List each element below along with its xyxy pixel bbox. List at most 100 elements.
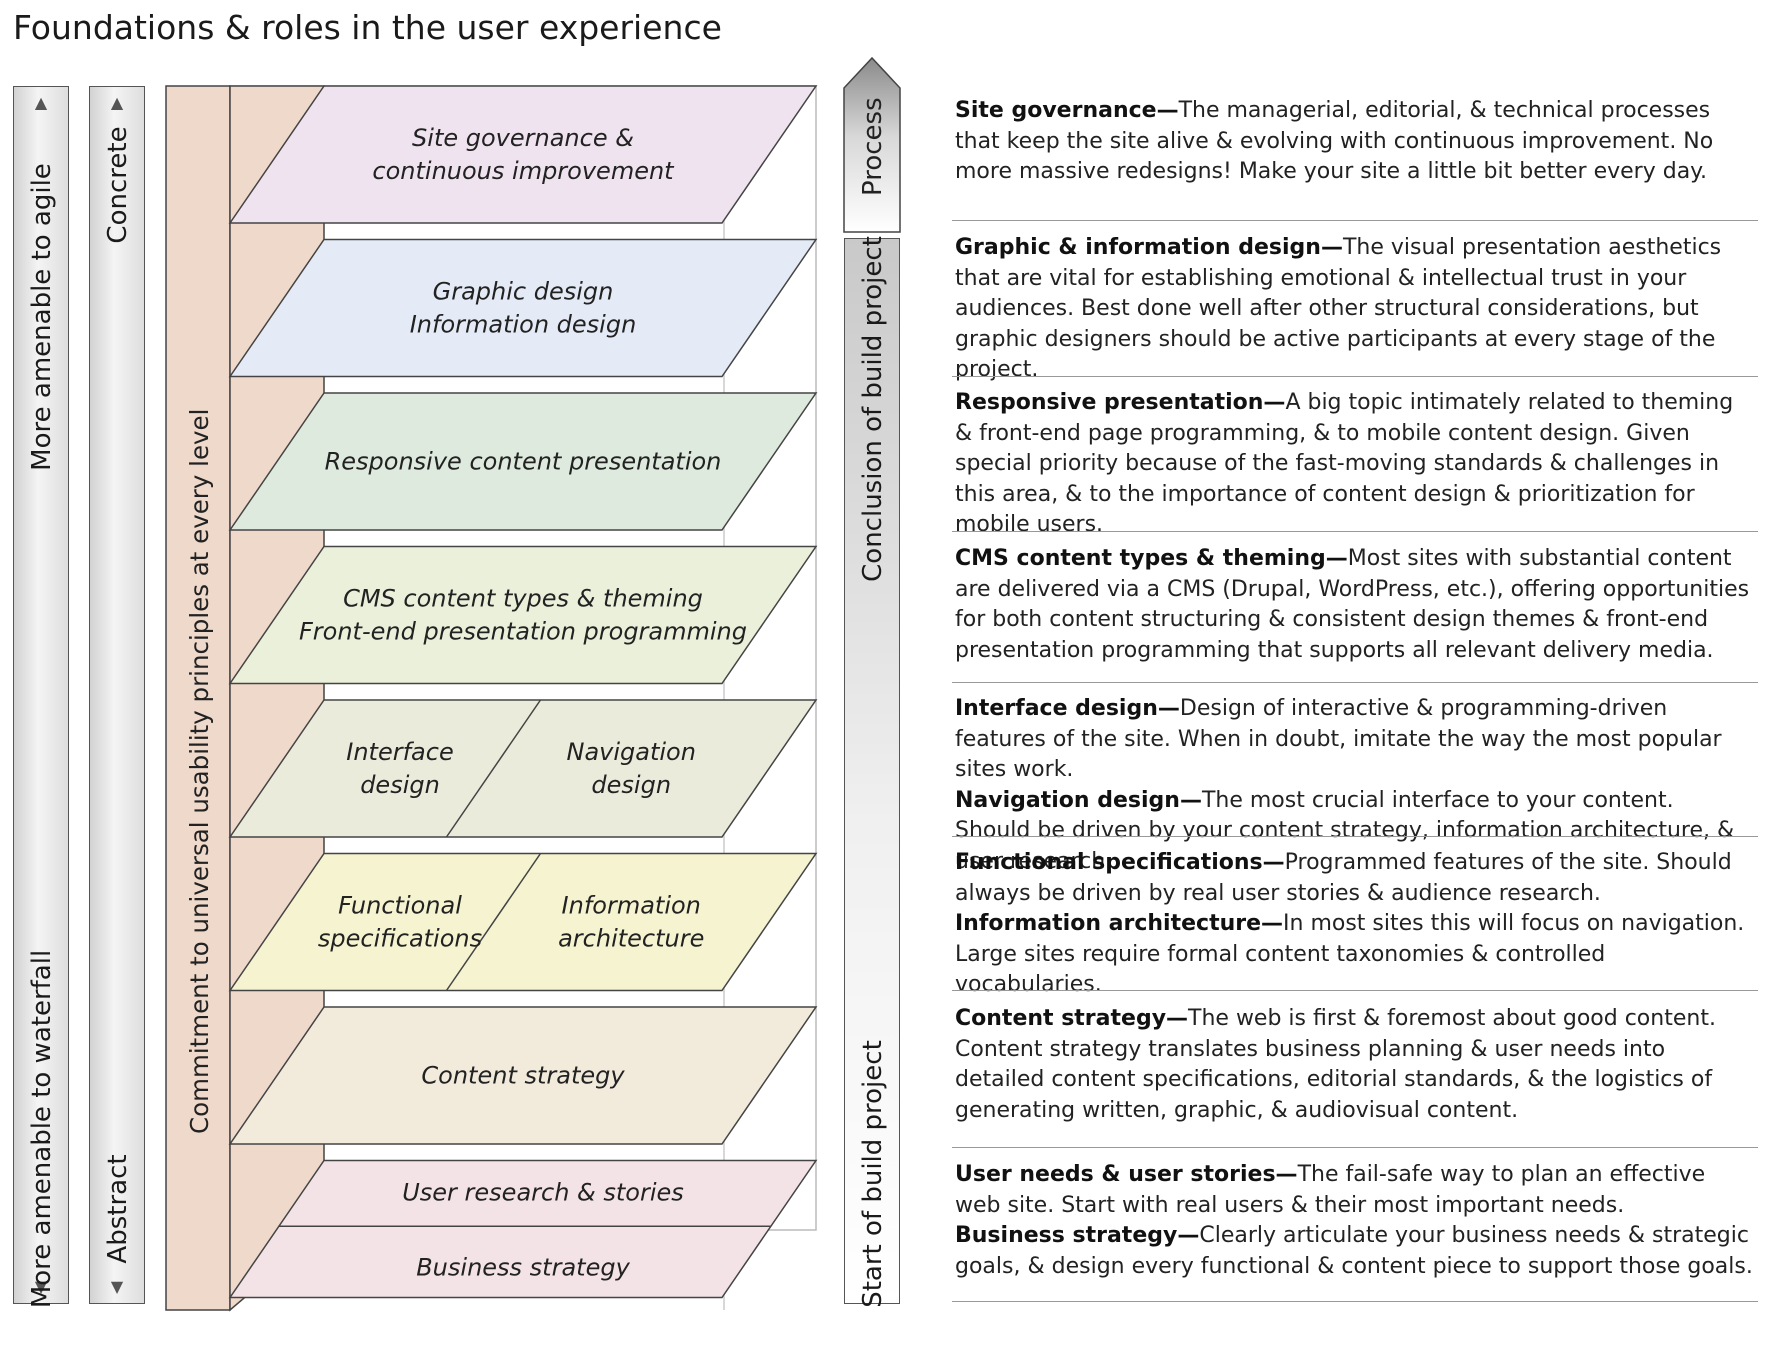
layer-4-left-label-line: design bbox=[360, 771, 440, 799]
up-arrow-icon: ▲ bbox=[110, 93, 124, 112]
description-divider bbox=[952, 836, 1758, 837]
agile-label: More amenable to agile bbox=[27, 163, 57, 471]
description-item: User needs & user stories—The fail-safe … bbox=[955, 1160, 1755, 1221]
description-term: Interface design— bbox=[955, 696, 1180, 721]
description-term: Functional specifications— bbox=[955, 850, 1285, 875]
description-term: Navigation design— bbox=[955, 787, 1202, 813]
layer-0-label: Site governance & continuous improvement bbox=[372, 124, 675, 185]
description-term: CMS content types & theming— bbox=[955, 546, 1348, 571]
layer-0 bbox=[228, 85, 818, 224]
description-item: Business strategy—Clearly articulate you… bbox=[955, 1221, 1755, 1282]
concrete-label: Concrete bbox=[103, 126, 133, 244]
down-arrow-icon: ▼ bbox=[34, 1277, 48, 1296]
layer-6 bbox=[228, 1006, 818, 1145]
layer-4-divider bbox=[445, 699, 542, 838]
layer-5-divider bbox=[445, 853, 542, 991]
layer-stack-diagram: Site governance & continuous improvementG… bbox=[165, 85, 818, 1312]
process-arrow-shape bbox=[843, 56, 901, 233]
layer-3 bbox=[228, 545, 818, 685]
layer-0-label-line: continuous improvement bbox=[372, 157, 675, 185]
layer-4-left-label: Interface design bbox=[346, 738, 453, 799]
description-block: Graphic & information design—The visual … bbox=[955, 233, 1755, 386]
description-item: Functional specifications—Programmed fea… bbox=[955, 848, 1755, 909]
down-arrow-icon: ▼ bbox=[110, 1277, 124, 1296]
layer-5-right-label-line: architecture bbox=[558, 925, 704, 953]
description-item: CMS content types & theming—Most sites w… bbox=[955, 544, 1755, 666]
description-term: Business strategy— bbox=[955, 1223, 1200, 1248]
description-block: Functional specifications—Programmed fea… bbox=[955, 848, 1755, 1001]
description-item: Content strategy—The web is first & fore… bbox=[955, 1004, 1755, 1126]
description-block: Interface design—Design of interactive &… bbox=[955, 694, 1755, 877]
concrete-abstract-bar: ▲ ▼ Concrete Abstract bbox=[89, 86, 145, 1304]
description-item: Information architecture—In most sites t… bbox=[955, 909, 1755, 1001]
description-item: Graphic & information design—The visual … bbox=[955, 233, 1755, 386]
start-label: Start of build project bbox=[858, 1040, 888, 1308]
description-text: Most sites with substantial content are … bbox=[955, 546, 1750, 663]
description-term: Graphic & information design— bbox=[955, 235, 1343, 260]
layer-2-label-line: Responsive content presentation bbox=[325, 448, 722, 476]
description-text: The visual presentation aesthetics that … bbox=[955, 235, 1722, 382]
description-text: The managerial, editorial, & technical p… bbox=[955, 98, 1714, 184]
layer-1-label-line: Information design bbox=[410, 311, 637, 339]
layer-2 bbox=[228, 392, 818, 531]
layer-7-bottom-label: Business strategy bbox=[416, 1254, 630, 1282]
description-divider bbox=[952, 220, 1758, 221]
layer-5-right-label-line: Information bbox=[562, 892, 701, 920]
layer-4 bbox=[228, 699, 818, 838]
description-divider bbox=[952, 531, 1758, 532]
layer-4-left-label-line: Interface bbox=[346, 738, 453, 766]
layer-0-label-line: Site governance & bbox=[412, 124, 634, 152]
description-block: Site governance—The managerial, editoria… bbox=[955, 96, 1755, 188]
process-label: Process bbox=[858, 97, 888, 196]
process-bar: Process bbox=[843, 56, 901, 233]
build-project-bar: Conclusion of build project Start of bui… bbox=[844, 236, 900, 1308]
layer-6-label-line: Content strategy bbox=[421, 1062, 625, 1090]
description-term: Site governance— bbox=[955, 98, 1179, 123]
description-text: The web is first & foremost about good c… bbox=[955, 1006, 1716, 1123]
abstract-label: Abstract bbox=[103, 1154, 133, 1264]
layer-3-label-line: CMS content types & theming bbox=[343, 585, 703, 613]
description-divider bbox=[952, 1147, 1758, 1148]
commitment-label: Commitment to universal usability princi… bbox=[185, 409, 214, 1134]
description-text: A big topic intimately related to themin… bbox=[955, 390, 1734, 537]
layer-4-right-label-line: design bbox=[591, 771, 671, 799]
description-item: Navigation design—The most crucial inter… bbox=[955, 786, 1755, 878]
description-block: User needs & user stories—The fail-safe … bbox=[955, 1160, 1755, 1282]
description-divider bbox=[952, 376, 1758, 377]
description-text: Design of interactive & programming-driv… bbox=[955, 696, 1722, 782]
waterfall-label: More amenable to waterfall bbox=[27, 949, 57, 1309]
layer-3-label-line: Front-end presentation programming bbox=[299, 618, 747, 646]
layer-1-label-line: Graphic design bbox=[433, 278, 614, 306]
conclusion-label: Conclusion of build project bbox=[858, 236, 888, 582]
up-arrow-icon: ▲ bbox=[34, 93, 48, 112]
description-text: The most crucial interface to your conte… bbox=[955, 787, 1735, 874]
description-block: Responsive presentation—A big topic inti… bbox=[955, 388, 1755, 541]
description-item: Responsive presentation—A big topic inti… bbox=[955, 388, 1755, 541]
description-item: Site governance—The managerial, editoria… bbox=[955, 96, 1755, 188]
layer-5-left-label-line: Functional bbox=[338, 892, 462, 920]
description-term: Responsive presentation— bbox=[955, 390, 1286, 415]
description-block: Content strategy—The web is first & fore… bbox=[955, 1004, 1755, 1126]
description-text: In most sites this will focus on navigat… bbox=[955, 911, 1745, 997]
layer-4-right-label-line: Navigation bbox=[567, 738, 696, 766]
layer-7-top-label: User research & stories bbox=[402, 1179, 684, 1207]
description-block: CMS content types & theming—Most sites w… bbox=[955, 544, 1755, 666]
layer-1 bbox=[228, 238, 818, 378]
description-text: Clearly articulate your business needs &… bbox=[955, 1223, 1753, 1279]
layer-4-right-label: Navigation design bbox=[567, 738, 696, 799]
description-text: The fail-safe way to plan an effective w… bbox=[955, 1162, 1706, 1218]
agile-waterfall-bar: ▲ ▼ More amenable to agile More amenable… bbox=[13, 86, 69, 1308]
description-text: Programmed features of the site. Should … bbox=[955, 850, 1732, 906]
description-term: Content strategy— bbox=[955, 1006, 1189, 1031]
layer-2-label: Responsive content presentation bbox=[325, 448, 722, 476]
description-term: Information architecture— bbox=[955, 911, 1284, 936]
description-divider bbox=[952, 682, 1758, 683]
page-title: Foundations & roles in the user experien… bbox=[13, 8, 722, 47]
description-term: User needs & user stories— bbox=[955, 1162, 1298, 1187]
layer-5-right-label: Information architecture bbox=[558, 892, 704, 953]
layer-6-label: Content strategy bbox=[421, 1062, 625, 1090]
description-divider bbox=[952, 990, 1758, 991]
